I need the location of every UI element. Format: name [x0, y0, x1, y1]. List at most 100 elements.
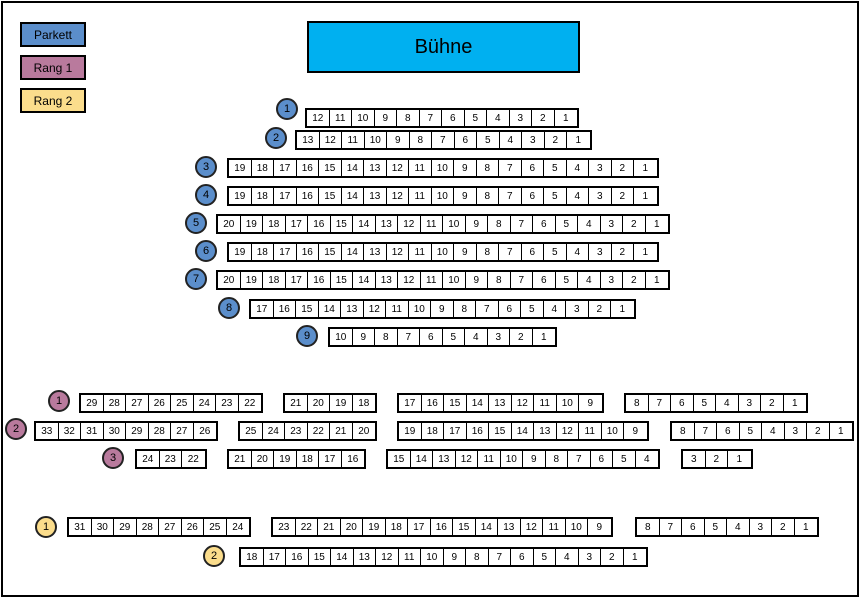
seat-rang1-row-3-1[interactable]: 1	[736, 453, 743, 465]
seat-rang2-row-1-28[interactable]: 28	[137, 519, 159, 535]
seat-parkett-row-4-19[interactable]: 19	[229, 188, 252, 204]
seat-parkett-row-3-13[interactable]: 13	[364, 160, 387, 176]
seat-rang1-row-1-24[interactable]: 24	[194, 395, 216, 411]
seat-rang1-row-3-3[interactable]: 3	[683, 451, 706, 467]
seat-rang2-row-1-26[interactable]: 26	[182, 519, 204, 535]
seat-parkett-row-4-18[interactable]: 18	[252, 188, 274, 204]
seat-parkett-row-1-8[interactable]: 8	[397, 110, 420, 126]
seat-rang2-row-1-4[interactable]: 4	[727, 519, 750, 535]
seat-parkett-row-9-9[interactable]: 9	[353, 329, 375, 345]
seat-rang1-row-3-4[interactable]: 4	[643, 453, 650, 465]
seat-rang2-row-2-16[interactable]: 16	[286, 549, 309, 565]
seat-rang1-row-2-3[interactable]: 3	[785, 423, 807, 439]
seat-parkett-row-5-20[interactable]: 20	[218, 216, 241, 232]
seat-parkett-row-8-3[interactable]: 3	[566, 301, 589, 317]
seat-parkett-row-7-7[interactable]: 7	[511, 272, 533, 288]
seat-rang1-row-3-2[interactable]: 2	[706, 451, 728, 467]
seat-rang1-row-2-2[interactable]: 2	[807, 423, 830, 439]
seat-rang1-row-3-14[interactable]: 14	[411, 451, 433, 467]
seat-rang1-row-2-14[interactable]: 14	[512, 423, 534, 439]
seat-rang1-row-2-13[interactable]: 13	[534, 423, 557, 439]
seat-parkett-row-1-1[interactable]: 1	[562, 112, 569, 124]
seat-rang1-row-1-17[interactable]: 17	[399, 395, 422, 411]
seat-rang1-row-1-23[interactable]: 23	[216, 395, 239, 411]
seat-parkett-row-2-3[interactable]: 3	[522, 132, 545, 148]
seat-rang1-row-2-16[interactable]: 16	[467, 423, 489, 439]
seat-parkett-row-4-8[interactable]: 8	[477, 188, 499, 204]
seat-parkett-row-9-2[interactable]: 2	[510, 329, 533, 345]
seat-rang2-row-1-10[interactable]: 10	[566, 519, 588, 535]
seat-parkett-row-1-12[interactable]: 12	[307, 110, 330, 126]
seat-rang2-row-1-8[interactable]: 8	[637, 519, 660, 535]
seat-parkett-row-2-11[interactable]: 11	[342, 132, 365, 148]
seat-parkett-row-3-9[interactable]: 9	[454, 160, 477, 176]
seat-rang1-row-2-33[interactable]: 33	[36, 423, 59, 439]
seat-parkett-row-4-11[interactable]: 11	[409, 188, 432, 204]
seat-rang2-row-1-30[interactable]: 30	[92, 519, 114, 535]
seat-rang2-row-1-3[interactable]: 3	[750, 519, 772, 535]
seat-rang1-row-2-7[interactable]: 7	[695, 423, 717, 439]
seat-parkett-row-8-4[interactable]: 4	[544, 301, 566, 317]
seat-rang1-row-1-3[interactable]: 3	[739, 395, 761, 411]
seat-rang1-row-1-28[interactable]: 28	[104, 395, 126, 411]
seat-parkett-row-4-14[interactable]: 14	[342, 188, 364, 204]
seat-parkett-row-3-19[interactable]: 19	[229, 160, 252, 176]
seat-rang1-row-1-26[interactable]: 26	[149, 395, 171, 411]
seat-rang1-row-2-20[interactable]: 20	[358, 425, 370, 437]
seat-rang2-row-2-3[interactable]: 3	[579, 549, 601, 565]
seat-rang1-row-1-2[interactable]: 2	[761, 395, 784, 411]
seat-rang2-row-1-31[interactable]: 31	[69, 519, 92, 535]
seat-parkett-row-3-14[interactable]: 14	[342, 160, 364, 176]
seat-parkett-row-3-5[interactable]: 5	[544, 160, 567, 176]
seat-rang1-row-1-19[interactable]: 19	[330, 395, 353, 411]
seat-parkett-row-6-6[interactable]: 6	[522, 244, 544, 260]
seat-parkett-row-3-12[interactable]: 12	[387, 160, 409, 176]
seat-parkett-row-6-7[interactable]: 7	[499, 244, 522, 260]
seat-rang2-row-1-7[interactable]: 7	[660, 519, 682, 535]
seat-parkett-row-1-3[interactable]: 3	[510, 110, 532, 126]
seat-parkett-row-7-12[interactable]: 12	[398, 272, 421, 288]
seat-parkett-row-4-3[interactable]: 3	[589, 188, 612, 204]
seat-rang1-row-2-1[interactable]: 1	[837, 425, 844, 437]
seat-parkett-row-3-1[interactable]: 1	[642, 162, 649, 174]
seat-rang2-row-1-11[interactable]: 11	[543, 519, 566, 535]
seat-parkett-row-3-3[interactable]: 3	[589, 160, 612, 176]
seat-rang1-row-2-15[interactable]: 15	[489, 423, 512, 439]
seat-parkett-row-1-10[interactable]: 10	[352, 110, 375, 126]
seat-rang1-row-3-6[interactable]: 6	[591, 451, 613, 467]
seat-parkett-row-7-8[interactable]: 8	[488, 272, 511, 288]
seat-rang1-row-2-18[interactable]: 18	[422, 423, 444, 439]
seat-parkett-row-6-5[interactable]: 5	[544, 244, 567, 260]
seat-parkett-row-8-6[interactable]: 6	[499, 301, 521, 317]
seat-parkett-row-1-9[interactable]: 9	[375, 110, 397, 126]
seat-parkett-row-2-1[interactable]: 1	[575, 134, 582, 146]
seat-rang2-row-1-21[interactable]: 21	[318, 519, 341, 535]
seat-parkett-row-5-9[interactable]: 9	[466, 216, 488, 232]
seat-parkett-row-7-3[interactable]: 3	[601, 272, 623, 288]
seat-parkett-row-8-16[interactable]: 16	[274, 301, 296, 317]
seat-parkett-row-2-4[interactable]: 4	[500, 132, 522, 148]
seat-parkett-row-3-6[interactable]: 6	[522, 160, 544, 176]
seat-rang1-row-1-14[interactable]: 14	[467, 395, 489, 411]
seat-parkett-row-1-5[interactable]: 5	[465, 110, 487, 126]
seat-parkett-row-6-2[interactable]: 2	[612, 244, 634, 260]
seat-rang2-row-1-25[interactable]: 25	[204, 519, 227, 535]
seat-parkett-row-2-2[interactable]: 2	[545, 132, 567, 148]
seat-rang1-row-1-5[interactable]: 5	[694, 395, 716, 411]
seat-rang1-row-1-9[interactable]: 9	[587, 397, 594, 409]
seat-parkett-row-3-16[interactable]: 16	[297, 160, 319, 176]
seat-rang2-row-2-9[interactable]: 9	[444, 549, 466, 565]
seat-rang1-row-2-25[interactable]: 25	[240, 423, 263, 439]
seat-rang1-row-3-10[interactable]: 10	[501, 451, 523, 467]
seat-parkett-row-6-15[interactable]: 15	[319, 244, 342, 260]
seat-rang1-row-1-7[interactable]: 7	[649, 395, 671, 411]
seat-rang2-row-2-14[interactable]: 14	[331, 549, 354, 565]
seat-parkett-row-2-9[interactable]: 9	[387, 132, 410, 148]
seat-rang1-row-3-20[interactable]: 20	[252, 451, 274, 467]
seat-parkett-row-9-3[interactable]: 3	[488, 329, 510, 345]
seat-rang2-row-1-18[interactable]: 18	[386, 519, 408, 535]
seat-parkett-row-3-15[interactable]: 15	[319, 160, 342, 176]
seat-rang1-row-2-29[interactable]: 29	[126, 423, 149, 439]
seat-parkett-row-9-5[interactable]: 5	[443, 329, 465, 345]
seat-parkett-row-6-10[interactable]: 10	[432, 244, 454, 260]
